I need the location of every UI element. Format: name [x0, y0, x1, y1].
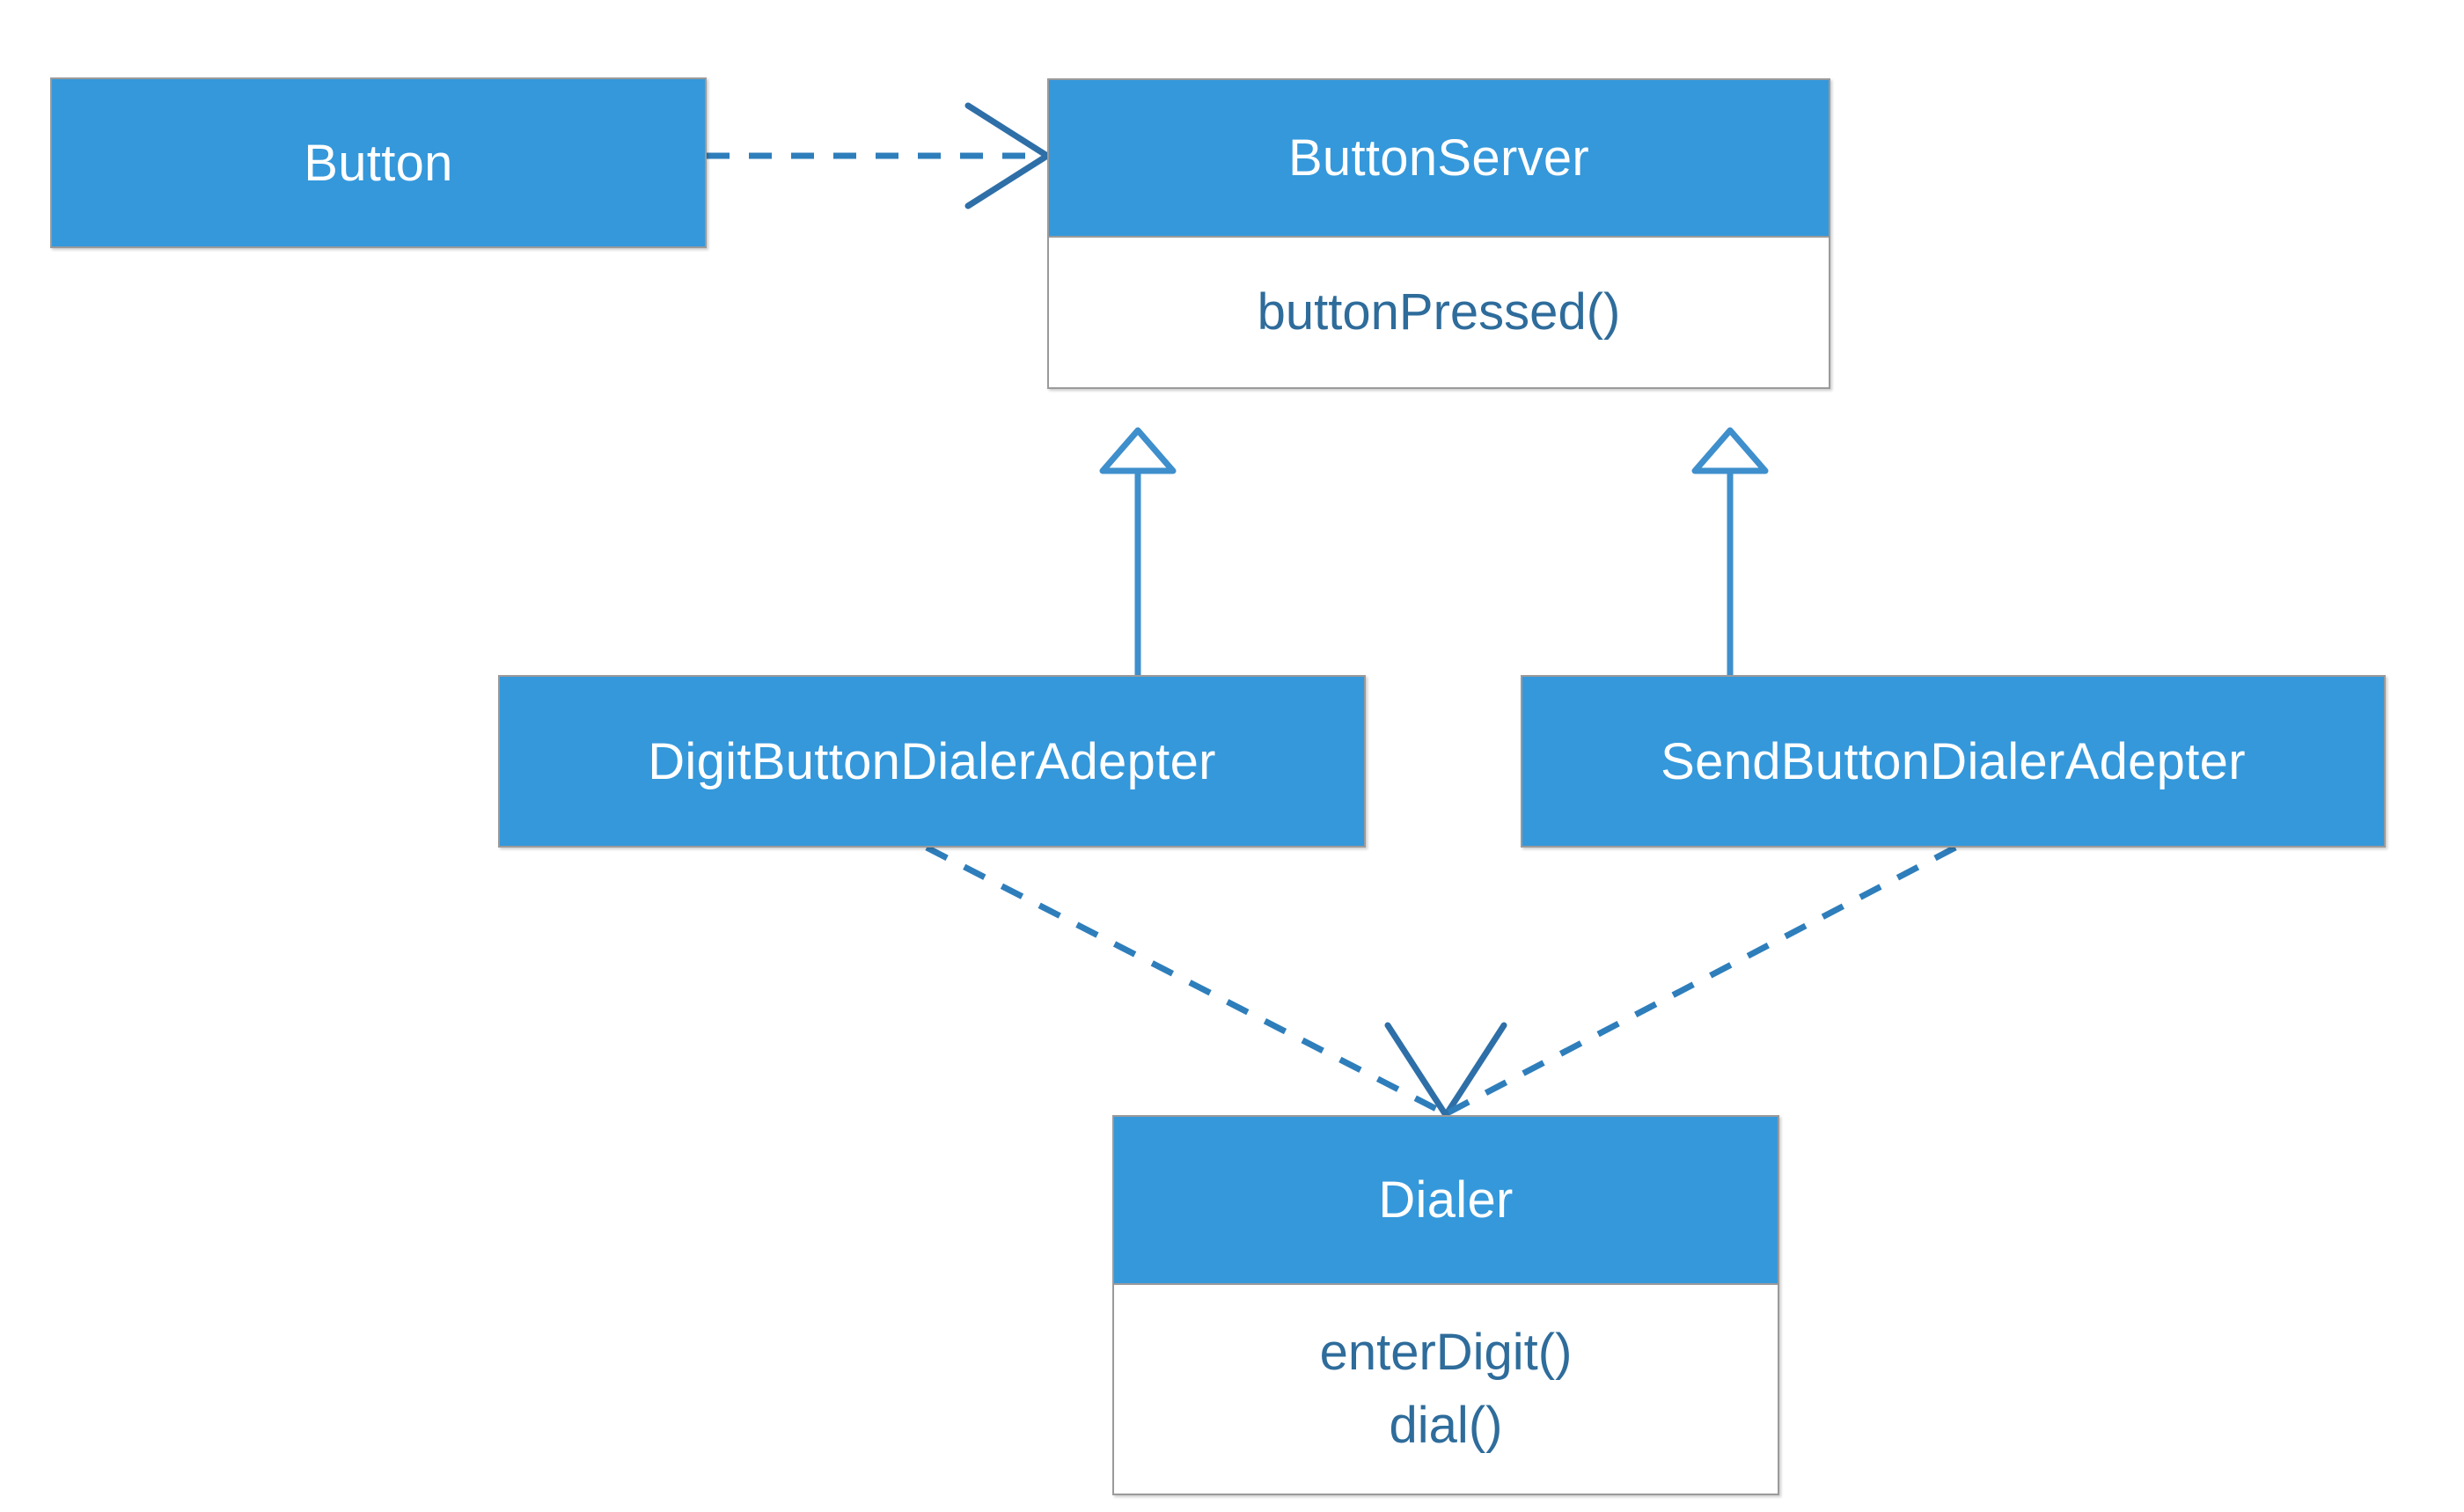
class-name-buttonserver: ButtonServer — [1049, 80, 1829, 238]
hollow-triangle-arrowhead-icon — [1691, 427, 1769, 474]
class-box-digitbuttondialeradepter[interactable]: DigitButtonDialerAdepter — [498, 675, 1366, 848]
class-box-buttonserver[interactable]: ButtonServer buttonPressed() — [1047, 78, 1830, 389]
open-v-arrowhead-icon — [964, 102, 1051, 209]
hollow-triangle-arrowhead-icon — [1099, 427, 1177, 474]
class-box-button[interactable]: Button — [50, 77, 707, 248]
dashed-line — [1447, 844, 1957, 1116]
class-name-sendbuttondialeradepter: SendButtonDialerAdepter — [1522, 677, 2384, 846]
class-member: enterDigit() — [1319, 1323, 1573, 1381]
class-name-dialer: Dialer — [1114, 1117, 1778, 1285]
connector-button-to-buttonserver — [707, 102, 1051, 209]
class-members-dialer: enterDigit() dial() — [1114, 1285, 1778, 1494]
class-member: buttonPressed() — [1257, 283, 1621, 341]
class-name-button: Button — [52, 79, 705, 246]
class-member: dial() — [1389, 1396, 1503, 1454]
class-members-buttonserver: buttonPressed() — [1049, 238, 1829, 387]
class-box-dialer[interactable]: Dialer enterDigit() dial() — [1112, 1115, 1779, 1495]
class-box-sendbuttondialeradepter[interactable]: SendButtonDialerAdepter — [1521, 675, 2386, 848]
class-name-digitbuttondialeradepter: DigitButtonDialerAdepter — [500, 677, 1364, 846]
open-v-arrowhead-icon — [1384, 1022, 1507, 1119]
connector-digitadepter-to-dialer — [925, 844, 1507, 1119]
connector-digitadepter-to-buttonserver — [1099, 427, 1177, 675]
dashed-line — [925, 844, 1445, 1116]
connector-sendadepter-to-buttonserver — [1691, 427, 1769, 675]
connector-sendadepter-to-dialer — [1447, 844, 1957, 1116]
